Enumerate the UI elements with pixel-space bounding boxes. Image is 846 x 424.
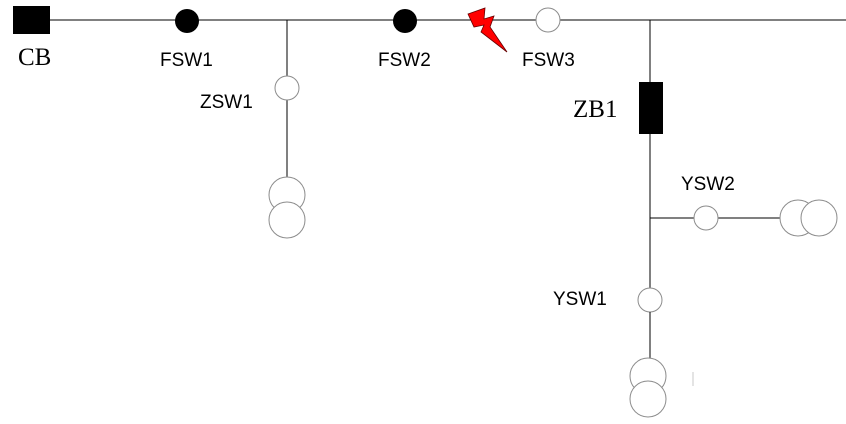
switch-fsw2-closed[interactable]: [393, 9, 417, 33]
switch-ysw2-open[interactable]: [693, 205, 719, 231]
label-cb: CB: [18, 44, 51, 71]
label-fsw2: FSW2: [378, 50, 431, 71]
label-zsw1: ZSW1: [200, 92, 253, 113]
switch-ysw1-open[interactable]: [637, 287, 663, 313]
breaker-zb1[interactable]: [639, 82, 663, 134]
transformer-ysw2-icon: [779, 199, 838, 237]
label-ysw1: YSW1: [553, 289, 607, 310]
switch-zsw1-open[interactable]: [274, 75, 300, 101]
circuit-breaker-cb[interactable]: [13, 6, 50, 34]
switch-fsw3-open[interactable]: [535, 7, 561, 33]
label-ysw2: YSW2: [681, 174, 735, 195]
fault-lightning-icon: [467, 7, 508, 53]
transformer-zsw1-icon: [268, 176, 306, 239]
switch-fsw1-closed[interactable]: [175, 9, 199, 33]
label-zb1: ZB1: [573, 96, 617, 123]
transformer-ysw1-icon: [629, 357, 667, 418]
label-fsw3: FSW3: [522, 50, 575, 71]
label-fsw1: FSW1: [160, 50, 213, 71]
